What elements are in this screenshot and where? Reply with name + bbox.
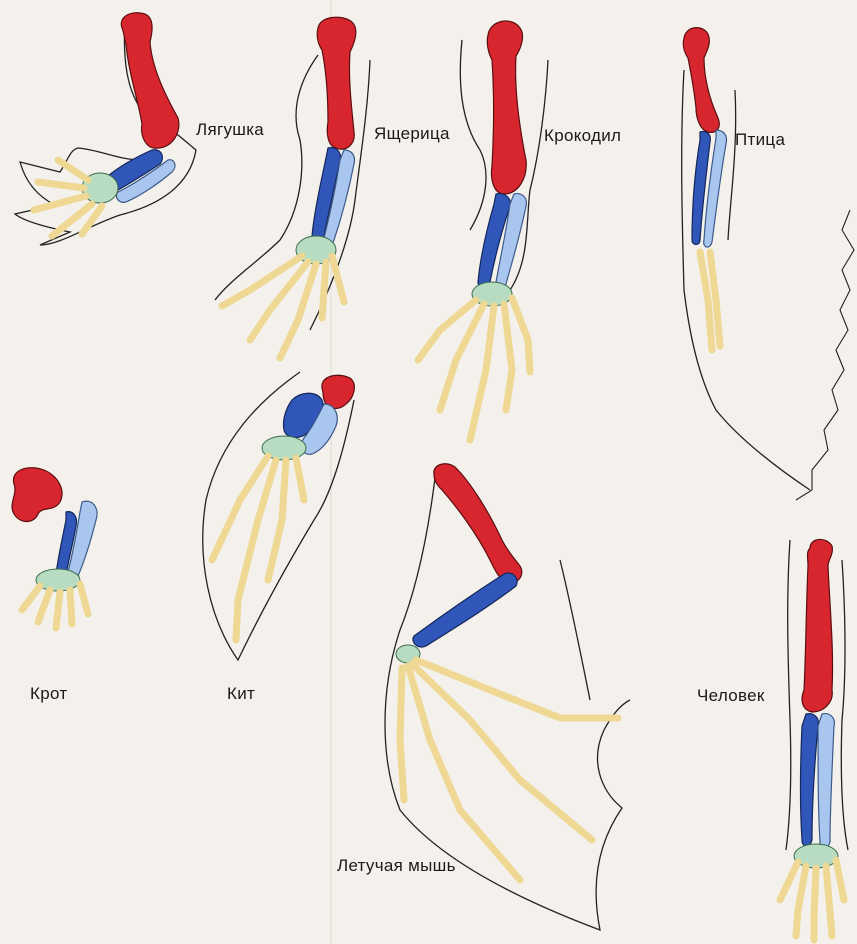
lizard-digits — [222, 256, 344, 358]
human-digits — [780, 860, 844, 940]
label-mole: Крот — [30, 684, 67, 704]
label-crocodile: Крокодил — [544, 126, 621, 146]
whale-humerus — [322, 375, 355, 408]
mole-humerus — [12, 468, 62, 522]
bird-humerus — [683, 28, 719, 133]
label-bird: Птица — [735, 130, 785, 150]
lizard-limb — [215, 17, 370, 358]
human-ulna — [818, 714, 834, 848]
bird-feather-edge — [796, 210, 854, 500]
label-human: Человек — [697, 686, 765, 706]
crocodile-humerus — [487, 21, 526, 194]
label-lizard: Ящерица — [374, 124, 450, 144]
label-whale: Кит — [227, 684, 255, 704]
frog-limb — [15, 13, 196, 245]
mole-limb — [12, 468, 97, 628]
bat-radius — [413, 573, 517, 647]
bat-digits — [400, 660, 618, 880]
frog-humerus — [121, 13, 179, 148]
human-radius — [801, 714, 819, 846]
bird-digits — [700, 252, 720, 350]
whale-digits — [212, 456, 304, 640]
lizard-humerus — [317, 17, 356, 149]
human-humerus — [802, 539, 832, 712]
crocodile-limb — [418, 21, 548, 440]
crocodile-digits — [418, 298, 530, 440]
label-bat: Летучая мышь — [337, 856, 456, 876]
bird-limb — [682, 28, 854, 500]
bat-body-line — [560, 560, 590, 700]
label-frog: Лягушка — [196, 120, 264, 140]
bat-humerus — [434, 464, 522, 583]
human-limb — [780, 539, 848, 940]
whale-limb — [203, 372, 355, 660]
